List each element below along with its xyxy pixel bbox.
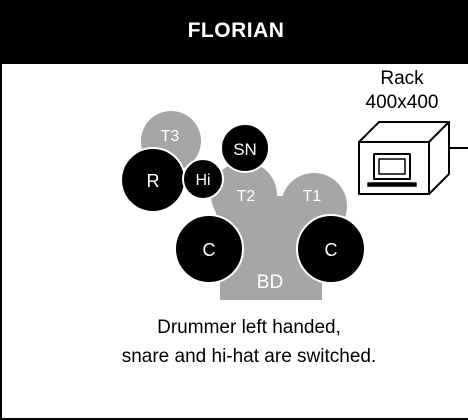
- snare-drum: SN: [220, 123, 270, 173]
- crash-left-circle: [174, 214, 244, 284]
- snare-label: SN: [233, 140, 257, 159]
- rack-label-line1: Rack: [380, 68, 424, 89]
- ride-cymbal: R: [120, 147, 186, 213]
- rack-label-line2: 400x400: [366, 92, 439, 113]
- rack-laptop-icon: [358, 121, 468, 195]
- tom-3-label: T3: [161, 128, 180, 145]
- tom-2: T2: [211, 162, 277, 228]
- laptop-base: [367, 182, 417, 187]
- crash-right-circle: [296, 214, 366, 284]
- hi-hat-label: Hi: [195, 172, 210, 189]
- tom-1-label: T1: [303, 188, 322, 205]
- crash-cymbal-right: C: [296, 214, 366, 284]
- laptop-display: [378, 158, 406, 175]
- hi-hat: Hi: [182, 158, 224, 200]
- note-line-2: snare and hi-hat are switched.: [122, 346, 377, 367]
- tom-2-circle: [211, 162, 277, 228]
- musician-name: FLORIAN: [187, 19, 285, 42]
- snare-circle: [220, 123, 270, 173]
- note-line-1: Drummer left handed,: [157, 317, 341, 338]
- crash-cymbal-left: C: [174, 214, 244, 284]
- header-divider: [2, 62, 468, 64]
- bass-drum-label: BD: [257, 272, 283, 293]
- hi-hat-circle: [182, 158, 224, 200]
- panel-header: FLORIAN: [2, 0, 468, 62]
- crash-left-label: C: [203, 240, 216, 260]
- tom-2-label: T2: [237, 188, 256, 205]
- crash-right-label: C: [325, 240, 338, 260]
- rack-box-side: [428, 121, 450, 195]
- ride-label: R: [147, 171, 160, 191]
